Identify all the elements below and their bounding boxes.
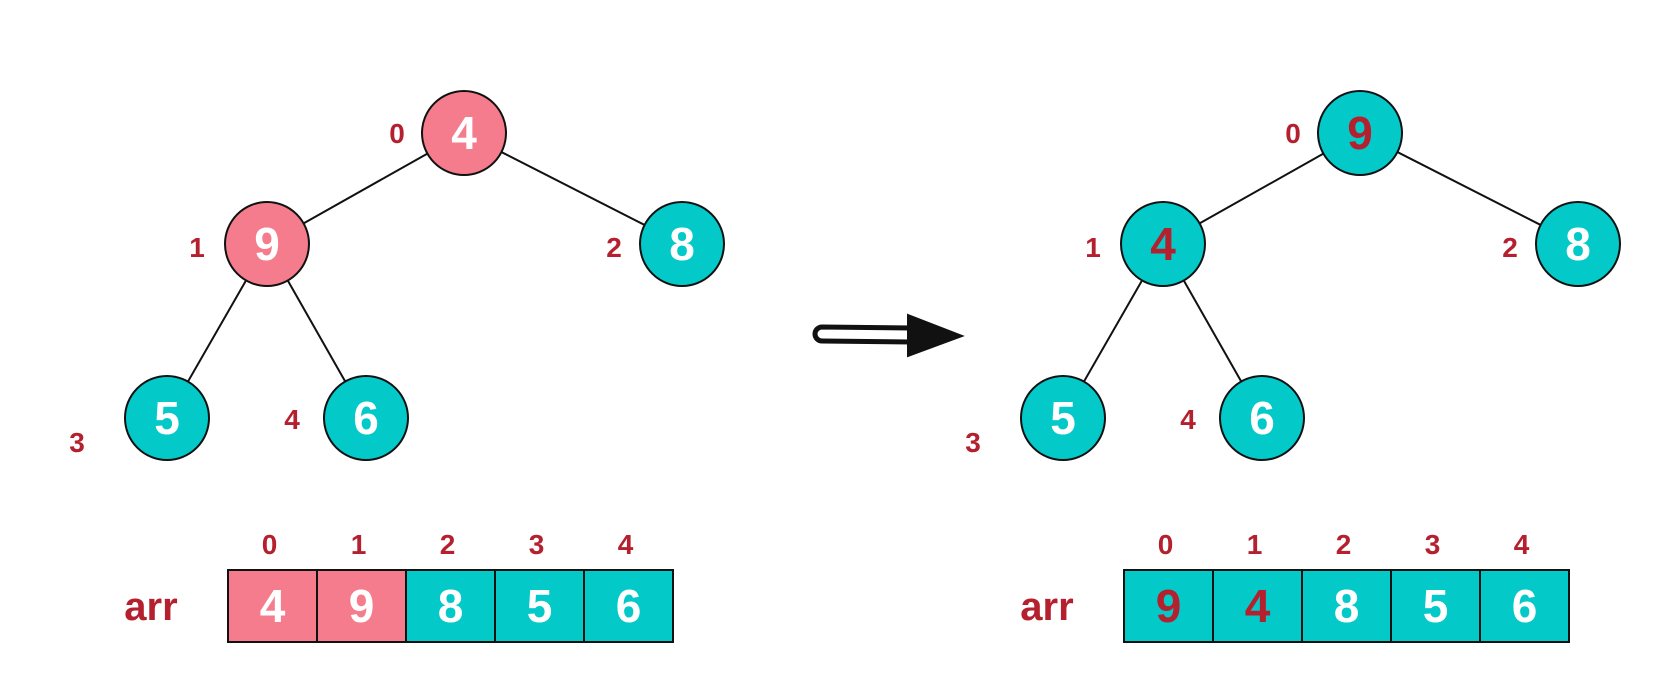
- tree-node: 64: [284, 375, 409, 461]
- node-circle: [639, 201, 725, 287]
- node-circle: [1317, 90, 1403, 176]
- array-cell: 53: [494, 529, 585, 643]
- tree-node: 91: [189, 201, 310, 287]
- array-cell-value: 9: [349, 580, 375, 632]
- array-cell-value: 4: [1245, 580, 1271, 632]
- node-index-label: 2: [606, 232, 622, 263]
- node-circle: [323, 375, 409, 461]
- tree-node: 40: [389, 90, 507, 176]
- node-value: 8: [1565, 218, 1591, 270]
- array-cell: 64: [583, 529, 674, 643]
- array-index-label: 2: [1336, 529, 1352, 560]
- tree-edge: [1182, 280, 1243, 382]
- array-index-label: 4: [1514, 529, 1530, 560]
- array-cell: 82: [405, 529, 496, 643]
- tree-node: 90: [1285, 90, 1403, 176]
- array-cell-value: 5: [527, 580, 553, 632]
- array-index-label: 4: [618, 529, 634, 560]
- array-cell: 41: [1212, 529, 1303, 643]
- node-index-label: 4: [1180, 404, 1196, 435]
- tree-edge: [500, 151, 646, 226]
- array-cell-value: 6: [616, 580, 642, 632]
- node-circle: [1020, 375, 1106, 461]
- tree-edge: [286, 280, 347, 382]
- array-label: arr: [124, 585, 177, 629]
- double-arrow-right-icon: [812, 313, 965, 358]
- array-label: arr: [1020, 585, 1073, 629]
- array-index-label: 3: [1425, 529, 1441, 560]
- node-index-label: 1: [189, 232, 205, 263]
- tree-node: 82: [606, 201, 725, 287]
- tree-edge: [1083, 279, 1143, 383]
- tree-edge: [1199, 152, 1324, 225]
- array-index-label: 1: [1247, 529, 1263, 560]
- array-index-label: 1: [351, 529, 367, 560]
- node-value: 5: [1050, 392, 1076, 444]
- array-cell: 64: [1479, 529, 1570, 643]
- node-value: 8: [669, 218, 695, 270]
- array-cell-value: 6: [1512, 580, 1538, 632]
- node-value: 9: [254, 218, 280, 270]
- tree-edge: [187, 279, 247, 383]
- array-cell-box: [1301, 569, 1392, 643]
- array-cell-value: 8: [1334, 580, 1360, 632]
- node-value: 4: [451, 107, 477, 159]
- array-index-label: 3: [529, 529, 545, 560]
- tree-node: 41: [1085, 201, 1206, 287]
- node-circle: [421, 90, 507, 176]
- array-cell: 40: [227, 529, 318, 643]
- arrow-head: [907, 313, 965, 358]
- array-cell: 91: [316, 529, 407, 643]
- array-cell-box: [316, 569, 407, 643]
- tree-node: 53: [69, 375, 210, 461]
- node-circle: [1219, 375, 1305, 461]
- array-cell-value: 5: [1423, 580, 1449, 632]
- node-value: 9: [1347, 107, 1373, 159]
- array-cell-box: [494, 569, 585, 643]
- array-cell-box: [583, 569, 674, 643]
- node-circle: [1120, 201, 1206, 287]
- node-index-label: 0: [1285, 118, 1301, 149]
- array-cell-box: [1123, 569, 1214, 643]
- array-cell-box: [1479, 569, 1570, 643]
- array-index-label: 0: [1158, 529, 1174, 560]
- node-index-label: 2: [1502, 232, 1518, 263]
- node-index-label: 4: [284, 404, 300, 435]
- node-value: 5: [154, 392, 180, 444]
- array-index-label: 0: [262, 529, 278, 560]
- tree-node: 64: [1180, 375, 1305, 461]
- array-cell-box: [1390, 569, 1481, 643]
- node-circle: [224, 201, 310, 287]
- arrow-shaft: [812, 324, 913, 345]
- array-cell: 90: [1123, 529, 1214, 643]
- node-index-label: 0: [389, 118, 405, 149]
- node-value: 4: [1150, 218, 1176, 270]
- tree-node: 53: [965, 375, 1106, 461]
- node-index-label: 3: [69, 427, 85, 458]
- array-cell-value: 9: [1156, 580, 1182, 632]
- node-circle: [1535, 201, 1621, 287]
- tree-edge: [303, 152, 428, 225]
- array-cell-box: [405, 569, 496, 643]
- tree-edge: [1396, 151, 1542, 226]
- node-index-label: 1: [1085, 232, 1101, 263]
- array-cell-value: 4: [260, 580, 286, 632]
- node-value: 6: [353, 392, 379, 444]
- array-cell-value: 8: [438, 580, 464, 632]
- node-circle: [124, 375, 210, 461]
- tree-node: 82: [1502, 201, 1621, 287]
- array-index-label: 2: [440, 529, 456, 560]
- array-cell: 82: [1301, 529, 1392, 643]
- node-index-label: 3: [965, 427, 981, 458]
- node-value: 6: [1249, 392, 1275, 444]
- array-cell: 53: [1390, 529, 1481, 643]
